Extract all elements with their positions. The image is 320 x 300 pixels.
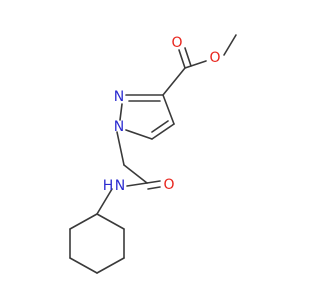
bonds	[69, 34, 237, 274]
atom-n-pyrazole-1: N	[114, 119, 124, 135]
bond-ring-6	[69, 213, 98, 230]
atom-o-ether-ester: O	[209, 50, 220, 66]
bond-camide-o-double	[147, 186, 161, 190]
bond-c3-c4	[162, 94, 175, 125]
bond-c5-n1	[125, 129, 153, 140]
bond-c4-c5-double	[151, 120, 169, 133]
bond-ring-1	[96, 213, 125, 230]
bond-ccarbonyl-o	[178, 49, 186, 69]
bond-n1-n2	[119, 103, 123, 121]
atom-labels: N N O O O N H	[103, 35, 221, 194]
bond-c4-c5	[151, 123, 175, 140]
bond-ring-3	[96, 257, 125, 274]
bond-n1-ch2	[116, 131, 125, 166]
bond-c3-ccarbonyl	[162, 67, 186, 96]
bond-ccarbonyl-oether	[184, 60, 207, 69]
chemical-structure-diagram: N N O O O N H	[69, 34, 237, 274]
atom-n-amide: N	[115, 178, 125, 194]
bond-camide-n	[126, 182, 148, 187]
atom-h-amide: H	[103, 178, 114, 194]
bond-ring-4	[69, 257, 98, 274]
bond-ccarbonyl-o-double	[184, 47, 192, 67]
bond-camide-o	[146, 180, 161, 184]
bond-ch2-camide	[123, 164, 148, 184]
atom-n-pyrazole-2: N	[114, 89, 124, 105]
bond-n-cyclohexyl	[96, 188, 113, 215]
atom-o-amide: O	[163, 177, 174, 193]
bond-oether-methyl	[223, 34, 237, 56]
atom-o-carbonyl-ester: O	[171, 35, 182, 51]
